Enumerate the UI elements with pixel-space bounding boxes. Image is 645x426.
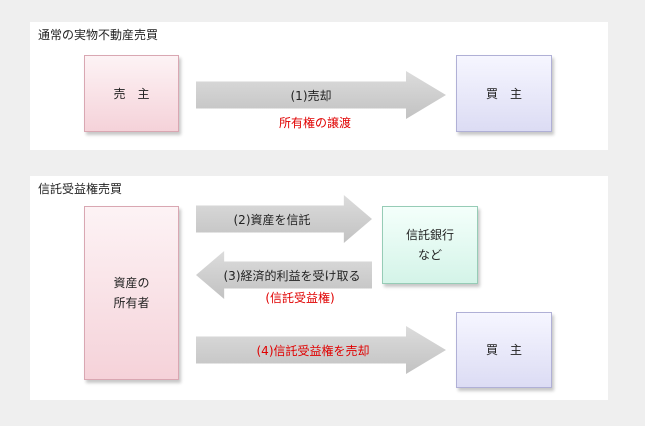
trust-bank-box: 信託銀行 など [382, 206, 478, 284]
normal-sale-title: 通常の実物不動産売買 [38, 28, 159, 42]
trust-sale-panel: 信託受益権売買 資産の 所有者 (2)資産を信託 信託銀行 など (3)経済的利… [30, 176, 608, 400]
trust-beneficiary-note: (信託受益権) [265, 291, 335, 305]
normal-sale-panel: 通常の実物不動産売買 売 主 (1)売却 所有権の譲渡 買 主 [30, 22, 608, 150]
buyer-box-2: 買 主 [456, 312, 552, 388]
seller-box: 売 主 [84, 55, 179, 132]
benefit-arrow-label: (3)経済的利益を受け取る [223, 268, 361, 283]
entrust-arrow-label: (2)資産を信託 [233, 212, 311, 227]
sale-arrow: (1)売却 [196, 71, 446, 119]
buyer-box-1: 買 主 [456, 55, 552, 132]
trust-sale-arrow: (4)信託受益権を売却 [196, 326, 446, 374]
asset-owner-box: 資産の 所有者 [84, 206, 179, 380]
trust-sale-arrow-label: (4)信託受益権を売却 [256, 343, 370, 358]
ownership-transfer-note: 所有権の譲渡 [278, 116, 351, 130]
sale-arrow-label: (1)売却 [290, 88, 332, 103]
trust-sale-title: 信託受益権売買 [38, 182, 123, 196]
entrust-arrow: (2)資産を信託 [196, 195, 372, 243]
